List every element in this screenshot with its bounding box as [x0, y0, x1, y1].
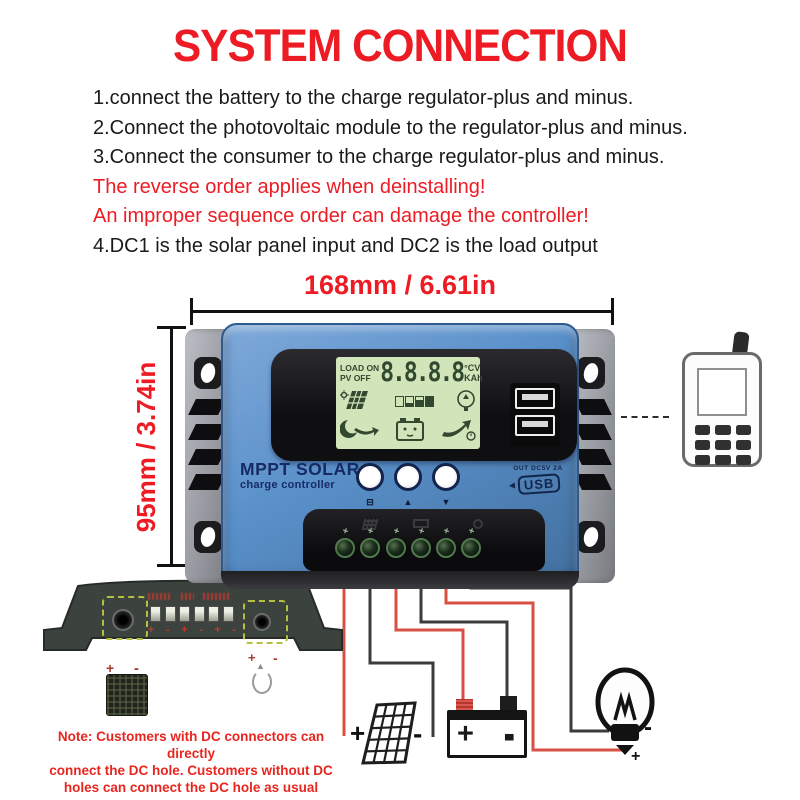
dc-plug-plus-label: + [106, 660, 115, 676]
bulb-icon [457, 390, 475, 411]
note-line: holes can connect the DC hole as usual [63, 780, 319, 795]
instruction-line: 1.connect the battery to the charge regu… [93, 87, 634, 109]
terminal-screw [411, 538, 431, 558]
battery-icon: ⊟ [366, 497, 374, 507]
usb-to-phone-link [621, 416, 669, 418]
dc-jack-right [253, 613, 271, 631]
instruction-list: 1.connect the battery to the charge regu… [93, 84, 753, 261]
screw-hole [577, 357, 605, 389]
moon-arrow-icon [340, 420, 379, 438]
dimension-tick [157, 564, 186, 567]
dc-connector-plug [106, 674, 148, 716]
cable-loop-icon [252, 670, 272, 694]
select-button [356, 463, 384, 491]
battery: + - [447, 694, 527, 765]
terminal-screw [461, 538, 481, 558]
jack-plus-label: + [248, 650, 256, 665]
controller-bottom-edge [221, 571, 579, 589]
lcd-pv-off-label: PV OFF [340, 373, 371, 383]
instruction-line: 4.DC1 is the solar panel input and DC2 i… [93, 234, 598, 257]
bulb-plus-label: + [631, 748, 641, 765]
dc-hole-highlight-left [102, 596, 148, 640]
usb-port [515, 388, 555, 409]
dimension-tick [611, 298, 614, 325]
terminal-screw [335, 538, 355, 558]
up-arrow-icon: ▲ [403, 497, 413, 507]
controller-bottom-view: + - + - + - + - + - ▲ [42, 578, 344, 726]
height-dimension-line [170, 327, 173, 567]
down-arrow-icon: ▼ [441, 497, 451, 507]
solar-plus-label: + [350, 718, 366, 748]
up-button [394, 463, 422, 491]
brand-line2: charge controller [240, 479, 335, 491]
bulb-minus-label: - [644, 714, 652, 741]
phone-screen [697, 368, 747, 416]
polarity-mark: - [165, 624, 170, 636]
usb-logo-text: USB [517, 473, 561, 496]
dc-hole-highlight-right [243, 600, 288, 644]
lcd-unit-top: °CV [464, 363, 481, 373]
polarity-mark: + [214, 624, 221, 636]
note-text: Note: Customers with DC connectors can d… [38, 728, 344, 796]
dimension-tick [157, 326, 186, 329]
charge-controller: LOAD ON PV OFF 8.8.8.8 °CV KAh [185, 323, 615, 589]
dc-jack-left [112, 609, 134, 631]
page-title: SYSTEM CONNECTION [172, 20, 628, 71]
polarity-mark: - [199, 624, 203, 636]
bottom-terminals [150, 606, 234, 622]
mobile-phone-icon [682, 352, 762, 467]
width-dimension-line [191, 310, 613, 313]
solar-minus-label: - [413, 718, 423, 749]
brand-label: MPPT SOLAR charge controller [240, 459, 360, 493]
usb-logo-arrow-icon: ◄ [506, 480, 518, 492]
battery-minus-label: - [503, 703, 515, 765]
screw-hole [577, 521, 605, 553]
battery-positive-terminal [456, 699, 473, 712]
jack-minus-label: - [273, 650, 278, 666]
screw-hole [194, 521, 222, 553]
battery-face-icon [396, 418, 424, 441]
terminal-screw [360, 538, 380, 558]
phone-keypad [695, 425, 751, 465]
usb-port [515, 415, 555, 436]
instruction-line: 2.Connect the photovoltaic module to the… [93, 116, 688, 139]
note-line: connect the DC hole. Customers without D… [49, 763, 333, 778]
battery-negative-terminal [500, 696, 517, 712]
lcd-unit-bottom: KAh [464, 373, 483, 383]
solar-panel [361, 701, 417, 765]
sun-solar-panel-icon [340, 390, 368, 409]
polarity-mark: + [181, 624, 188, 636]
instruction-line: The reverse order applies when deinstall… [93, 175, 486, 198]
width-dimension-label: 168mm / 6.61in [303, 270, 497, 300]
dual-usb-port [510, 383, 560, 447]
instruction-line: An improper sequence order can damage th… [93, 205, 589, 227]
vent-slots [574, 399, 612, 499]
instruction-line: 3.Connect the consumer to the charge reg… [93, 146, 665, 168]
usb-logo: ◄ USB [506, 473, 561, 496]
brand-line1: MPPT SOLAR [240, 459, 360, 479]
battery-body: + - [447, 703, 527, 765]
down-button [432, 463, 460, 491]
polarity-mark: + [148, 624, 155, 636]
battery-plus-label: + [457, 718, 474, 750]
screw-hole [194, 357, 222, 389]
terminal-screw [386, 538, 406, 558]
battery-gauge-icon [394, 395, 434, 407]
dimension-tick [190, 298, 193, 325]
lcd-digits: 8.8.8.8 [380, 358, 465, 388]
charge-arrow-clock-icon [442, 420, 476, 441]
terminal-screw [436, 538, 456, 558]
lcd-load-on-label: LOAD ON [340, 363, 380, 373]
terminal-markings [148, 593, 229, 600]
polarity-mark: - [232, 624, 236, 636]
note-line: Note: Customers with DC connectors can d… [57, 729, 325, 761]
lcd-display: LOAD ON PV OFF 8.8.8.8 °CV KAh [336, 357, 483, 449]
terminal-polarity-row: + - + - + - [148, 625, 236, 636]
dc-plug-minus-label: - [134, 660, 139, 677]
cable-loop-tip-icon: ▲ [256, 661, 265, 671]
light-bulb [595, 667, 655, 755]
usb-output-caption: OUT DC5V 2A [513, 465, 563, 472]
